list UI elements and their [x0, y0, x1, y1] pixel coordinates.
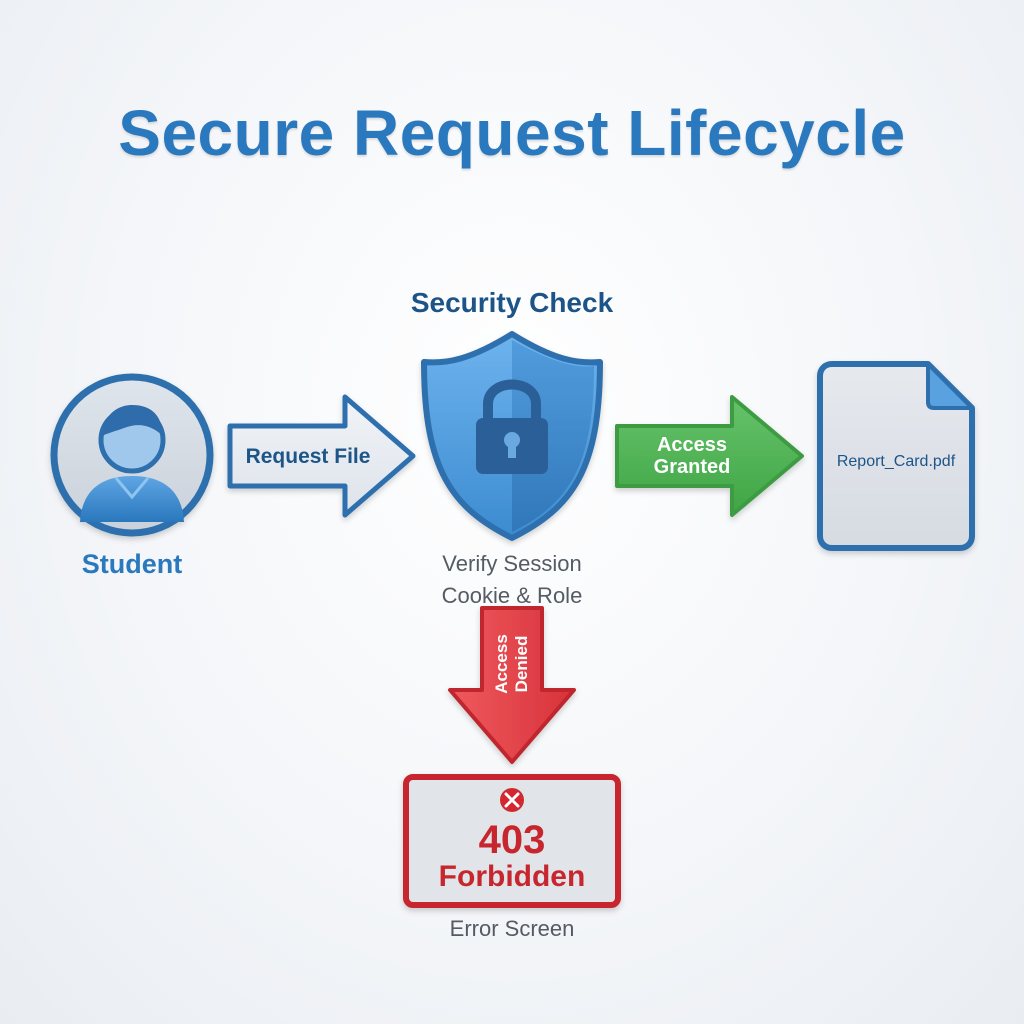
access-granted-label-line1: Access — [657, 434, 727, 456]
access-denied-label-line2: Denied — [512, 636, 531, 693]
access-denied-arrow: Access Denied — [448, 606, 576, 764]
diagram-title: Secure Request Lifecycle — [118, 97, 906, 169]
access-granted-arrow: Access Granted — [615, 395, 804, 517]
access-denied-label-line1: Access — [492, 634, 511, 694]
request-file-arrow: Request File — [227, 394, 416, 518]
document-icon: Report_Card.pdf — [817, 361, 975, 551]
access-granted-label-line2: Granted — [654, 456, 731, 478]
security-check-description-line2: Cookie & Role — [441, 583, 583, 608]
student-node — [50, 373, 214, 537]
security-check-description-line1: Verify Session — [442, 551, 582, 576]
error-text: Forbidden — [439, 860, 586, 893]
file-name-label: Report_Card.pdf — [837, 453, 956, 470]
request-file-label: Request File — [246, 445, 371, 468]
error-code: 403 — [479, 818, 546, 862]
error-box: 403 Forbidden — [403, 774, 621, 908]
security-check-description: Verify Session Cookie & Role — [392, 548, 632, 612]
student-label: Student — [81, 549, 183, 579]
security-check-title: Security Check — [410, 287, 614, 318]
shield-icon — [421, 331, 603, 541]
error-screen-caption: Error Screen — [449, 916, 575, 941]
error-x-icon — [500, 788, 524, 812]
user-icon — [80, 405, 184, 522]
lock-icon — [476, 379, 548, 474]
